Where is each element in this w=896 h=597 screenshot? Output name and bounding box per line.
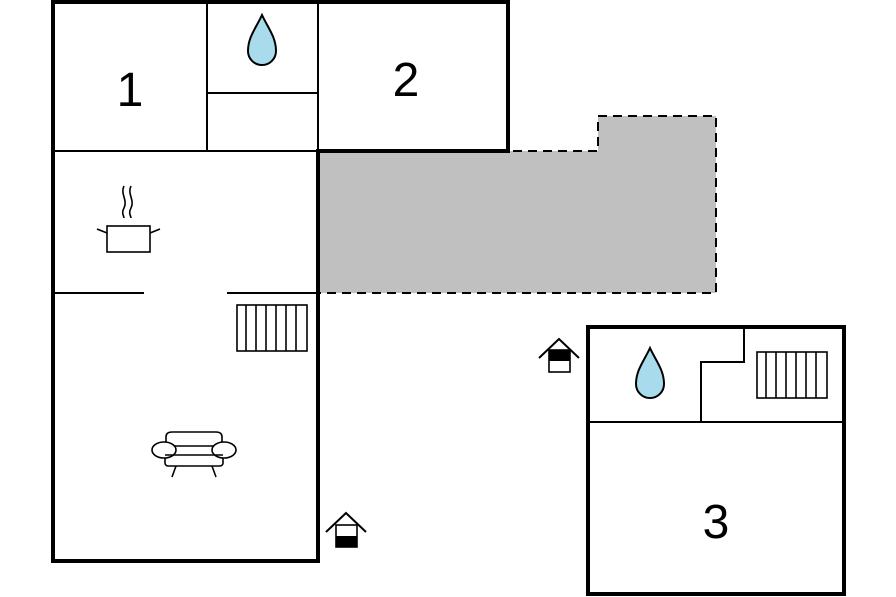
wall [700,327,745,422]
outer-wall [586,325,846,596]
wood-stove-icon [236,304,308,352]
main-house [51,0,510,563]
room-number-1: 1 [117,64,144,117]
annex [586,325,846,596]
entrance-house-icon [538,337,580,373]
water-drop-icon [634,345,666,399]
room-number-2: 2 [393,54,420,107]
entrance-house-icon [325,511,367,548]
terrace [317,115,717,294]
water-drop-icon [246,12,278,66]
cooking-pot-icon [96,185,161,253]
sofa-icon [151,431,237,478]
room-number-3: 3 [703,496,730,549]
wood-stove-icon [756,351,828,399]
